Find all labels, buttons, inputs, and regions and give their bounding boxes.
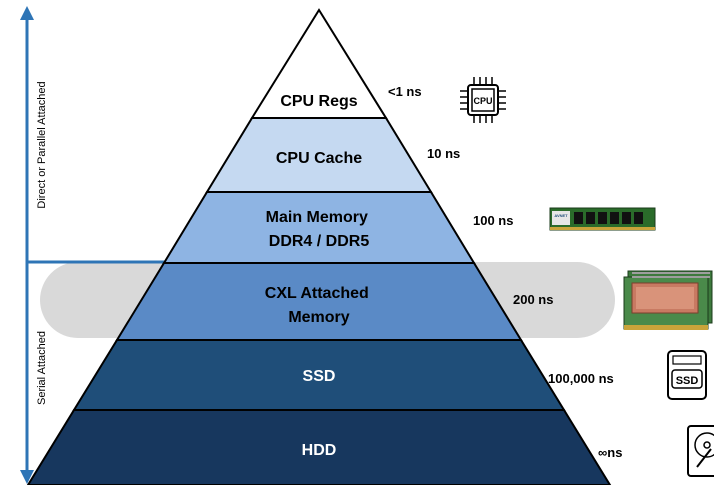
latency-cpu-regs: <1 ns: [388, 84, 422, 99]
latency-cxl-memory: 200 ns: [513, 292, 553, 307]
level-label-hdd: HDD: [302, 442, 337, 459]
level-labels: CPU Regs CPU Cache Main Memory DDR4 / DD…: [265, 93, 373, 459]
svg-text:AVNET: AVNET: [554, 213, 568, 218]
svg-text:SSD: SSD: [676, 375, 699, 387]
pyramid: [26, 8, 612, 485]
axis-arrow-up: [20, 6, 34, 20]
hdd-icon: [687, 425, 714, 477]
latency-ssd: 100,000 ns: [548, 371, 614, 386]
cpu-chip-icon: CPU: [460, 77, 506, 123]
axis-top-label: Direct or Parallel Attached: [36, 81, 48, 208]
latency-hdd: ∞ns: [598, 445, 622, 460]
attachment-axis: Direct or Parallel Attached Serial Attac…: [20, 6, 172, 484]
level-label-ssd: SSD: [303, 368, 336, 385]
latency-cpu-cache: 10 ns: [427, 146, 460, 161]
axis-bottom-label: Serial Attached: [36, 331, 48, 405]
ssd-icon: SSD: [667, 350, 707, 400]
level-label-cxl-memory: CXL Attached Memory: [265, 285, 373, 326]
cxl-module-icon: [623, 270, 713, 330]
level-main-memory: [162, 191, 476, 264]
latency-main-memory: 100 ns: [473, 213, 513, 228]
level-label-main-memory: Main Memory DDR4 / DDR5: [266, 209, 373, 250]
level-label-cpu-cache: CPU Cache: [276, 150, 362, 167]
svg-text:CPU: CPU: [473, 96, 492, 106]
ram-stick-icon: AVNET: [549, 207, 656, 231]
level-label-cpu-regs: CPU Regs: [280, 93, 357, 110]
axis-arrow-down: [20, 470, 34, 484]
level-hdd: [26, 409, 612, 485]
latency-labels: <1 ns 10 ns 100 ns 200 ns 100,000 ns ∞ns: [388, 84, 622, 460]
